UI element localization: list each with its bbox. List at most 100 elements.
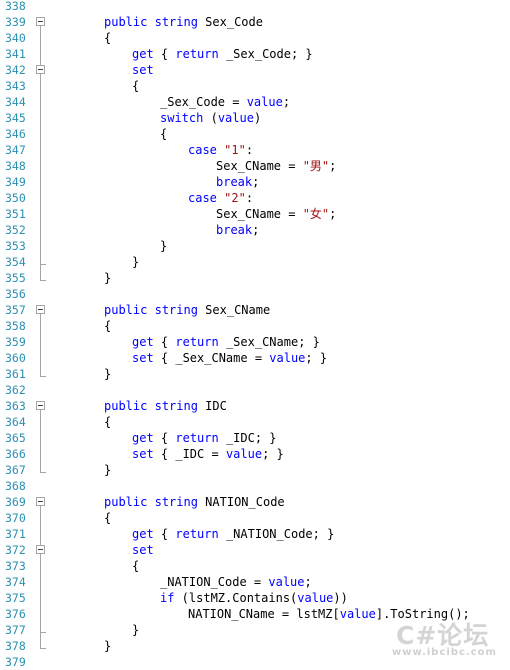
- code-line[interactable]: 370{: [0, 510, 510, 526]
- keyword-token: value: [268, 575, 305, 589]
- code-line[interactable]: 364{: [0, 414, 510, 430]
- code-line[interactable]: 362: [0, 382, 510, 398]
- code-token: [147, 399, 154, 413]
- code-line[interactable]: 373{: [0, 558, 510, 574]
- string-token: "男": [302, 159, 330, 173]
- fold-guide-line: [40, 506, 41, 644]
- code-token: (: [203, 111, 218, 125]
- code-text: break;: [216, 222, 259, 238]
- code-line[interactable]: 338: [0, 0, 510, 14]
- code-text: }: [104, 270, 111, 286]
- collapse-toggle-icon[interactable]: [36, 545, 45, 554]
- code-token: }: [132, 623, 140, 637]
- line-number: 379: [5, 655, 26, 669]
- code-token: }: [104, 639, 112, 653]
- line-number: 366: [5, 447, 26, 461]
- code-line[interactable]: 377}: [0, 622, 510, 638]
- code-line[interactable]: 355}: [0, 270, 510, 286]
- string-token: "女": [302, 207, 330, 221]
- code-line[interactable]: 368: [0, 478, 510, 494]
- keyword-token: set: [132, 543, 154, 557]
- keyword-token: value: [269, 351, 306, 365]
- code-line[interactable]: 343{: [0, 78, 510, 94]
- code-token: }: [104, 463, 112, 477]
- collapse-toggle-icon[interactable]: [36, 401, 45, 410]
- code-line[interactable]: 344_Sex_Code = value;: [0, 94, 510, 110]
- code-token: ; }: [305, 351, 328, 365]
- keyword-token: get: [132, 431, 154, 445]
- keyword-token: return: [175, 335, 219, 349]
- code-line[interactable]: 374_NATION_Code = value;: [0, 574, 510, 590]
- code-token: }: [132, 255, 140, 269]
- code-token: Sex_CName =: [216, 159, 303, 173]
- keyword-token: return: [175, 47, 219, 61]
- collapse-toggle-icon[interactable]: [36, 305, 45, 314]
- code-text: if (lstMZ.Contains(value)): [160, 590, 348, 606]
- collapse-toggle-icon[interactable]: [36, 497, 45, 506]
- code-token: {: [160, 127, 168, 141]
- code-text: }: [104, 638, 111, 654]
- code-line[interactable]: 378}: [0, 638, 510, 654]
- line-number: 369: [5, 495, 26, 509]
- code-line[interactable]: 358{: [0, 318, 510, 334]
- code-line[interactable]: 354}: [0, 254, 510, 270]
- line-number: 348: [5, 159, 26, 173]
- code-line[interactable]: 369 public string NATION_Code: [0, 494, 510, 510]
- code-token: [147, 303, 154, 317]
- code-line[interactable]: 353}: [0, 238, 510, 254]
- code-line[interactable]: 346{: [0, 126, 510, 142]
- line-number: 355: [5, 271, 26, 285]
- code-token: {: [104, 31, 112, 45]
- line-number: 365: [5, 431, 26, 445]
- code-text: public string Sex_Code: [104, 14, 263, 30]
- line-number: 341: [5, 47, 26, 61]
- code-token: ;: [252, 175, 260, 189]
- keyword-token: public: [104, 15, 148, 29]
- code-text: _NATION_Code = value;: [160, 574, 312, 590]
- fold-end-marker-icon: [40, 270, 46, 281]
- fold-end-marker-icon: [40, 254, 46, 265]
- code-line[interactable]: 340{: [0, 30, 510, 46]
- code-token: _NATION_Code; }: [218, 527, 335, 541]
- code-token: NATION_Code: [197, 495, 285, 509]
- line-number: 342: [5, 63, 26, 77]
- code-token: ].ToString();: [375, 607, 470, 621]
- code-text: set { _Sex_CName = value; }: [132, 350, 327, 366]
- collapse-toggle-icon[interactable]: [36, 17, 45, 26]
- collapse-toggle-icon[interactable]: [36, 65, 45, 74]
- line-number: 353: [5, 239, 26, 253]
- code-text: public string NATION_Code: [104, 494, 285, 510]
- code-token: _Sex_Code; }: [218, 47, 313, 61]
- code-line[interactable]: 367}: [0, 462, 510, 478]
- line-number: 371: [5, 527, 26, 541]
- code-token: _IDC; }: [218, 431, 277, 445]
- fold-guide-line: [40, 314, 41, 372]
- code-token: ;: [282, 95, 291, 109]
- code-line[interactable]: 356: [0, 286, 510, 302]
- code-line[interactable]: 361}: [0, 366, 510, 382]
- line-number: 364: [5, 415, 26, 429]
- code-token: (lstMZ.Contains(: [174, 591, 298, 605]
- code-token: IDC: [197, 399, 227, 413]
